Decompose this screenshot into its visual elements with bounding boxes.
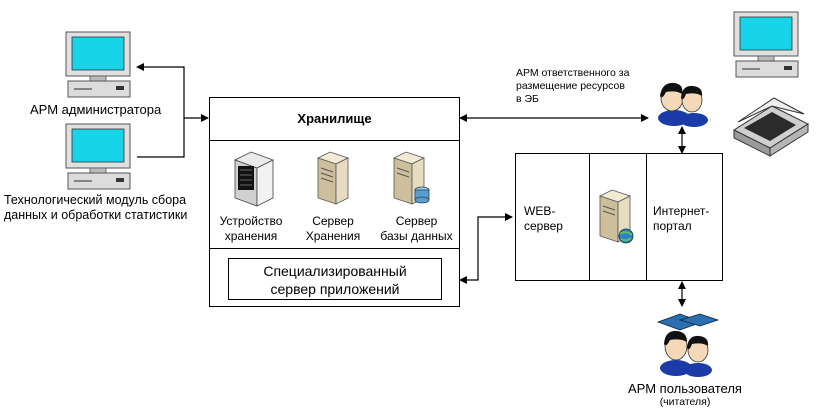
web-server-label: WEB- сервер: [524, 204, 563, 234]
storage-divider: [210, 248, 459, 249]
web-server-label-line2: сервер: [524, 219, 563, 233]
computer-icon: [733, 11, 799, 78]
db-server-label-line1: Сервер: [395, 214, 438, 228]
graduate-icon: [656, 313, 720, 377]
storage-device-label-line2: хранения: [224, 229, 278, 243]
server-icon: [316, 151, 350, 205]
server-icon: [598, 189, 634, 244]
connector-tech-storage: [137, 118, 185, 158]
responsible-label: АРМ ответственного за размещение ресурсо…: [516, 67, 629, 106]
user-workstation-label: АРМ пользователя: [628, 381, 742, 396]
web-block: WEB- сервер Интернет- портал: [515, 153, 723, 281]
internet-portal-label: Интернет- портал: [653, 204, 709, 234]
connectors: [136, 63, 686, 307]
responsible-label-line1: АРМ ответственного за: [516, 67, 630, 79]
db-server-label-line2: базы данных: [380, 229, 453, 243]
storage-title: Хранилище: [210, 98, 459, 141]
database-server-icon: [392, 151, 430, 205]
connector-appserver-web: [459, 213, 513, 284]
admin-workstation-label: АРМ администратора: [30, 102, 162, 117]
storage-device-icon: [233, 151, 275, 207]
person-icon: [658, 82, 708, 127]
reader-label: (читателя): [659, 396, 711, 408]
storage-device-label: Устройство хранения: [210, 214, 292, 244]
tech-module-label-line1: Технологический модуль сбора: [4, 193, 187, 207]
responsible-label-line2: размещение ресурсов: [516, 80, 625, 92]
storage-server-label: Сервер Хранения: [292, 214, 374, 244]
responsible-label-line3: в ЭБ: [516, 93, 539, 105]
web-server-label-line1: WEB-: [524, 204, 556, 218]
storage-block: Хранилище Устройство хранения Сервер Хра…: [209, 97, 460, 307]
app-server-label-line2: сервер приложений: [270, 281, 400, 297]
app-server-label-line1: Специализированный: [263, 263, 407, 279]
storage-server-label-line1: Сервер: [312, 214, 354, 228]
internet-portal-label-line1: Интернет-: [653, 204, 710, 218]
storage-device-label-line1: Устройство: [219, 214, 283, 228]
app-server-box: Специализированный сервер приложений: [228, 258, 442, 300]
scanner-icon: [732, 97, 810, 157]
db-server-label: Сервер базы данных: [374, 214, 459, 244]
internet-portal-label-line2: портал: [653, 219, 692, 233]
tech-module-label-line2: данных и обработки статистики: [4, 208, 188, 222]
connector-admin-storage: [136, 63, 209, 122]
web-server-icon-cell: [590, 154, 647, 280]
computer-icon: [65, 31, 131, 98]
storage-server-label-line2: Хранения: [305, 229, 361, 243]
computer-icon: [65, 123, 131, 190]
tech-module-label: Технологический модуль сбора данных и об…: [4, 193, 187, 223]
web-server-cell: WEB- сервер: [516, 154, 590, 280]
